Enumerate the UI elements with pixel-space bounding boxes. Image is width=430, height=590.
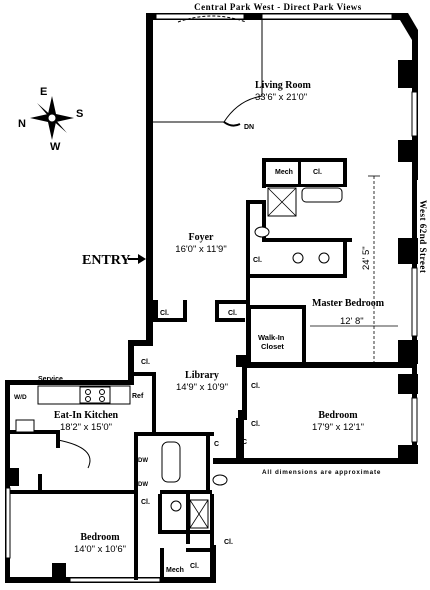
window-piers [5,60,418,583]
closet-label-foyer-left: Cl. [160,310,169,317]
street-top-label: Central Park West - Direct Park Views [194,2,362,12]
closet-label-bath: Cl. [253,257,262,264]
windows [5,13,418,583]
dw-label-1: DW [138,458,148,464]
bedroom-south-dims: 14'0" x 10'6" [74,544,126,555]
walk-in-closet-line2: Closet [261,342,284,351]
foyer-dims: 16'0" x 11'9" [175,244,226,255]
bedroom-south-name: Bedroom [80,532,120,543]
kitchen-name: Eat-In Kitchen [54,410,119,421]
master-bedroom-dimension-lines [310,175,398,362]
closet-label-bedroom-east: Cl. [251,383,260,390]
closet-label-bath-lower: Cl. [224,539,233,546]
bedroom-east-dims: 17'9" x 12'1" [312,422,364,433]
closet-label-top: Cl. [313,169,322,176]
compass-n-label: N [18,118,26,130]
wd-label: W/D [14,394,27,401]
dimensions-note: All dimensions are approximate [262,469,381,476]
foyer-name: Foyer [189,232,215,243]
entry-arrow [128,254,146,264]
ref-label: Ref [132,393,144,400]
library-dims: 14'9" x 10'9" [176,382,228,393]
kitchen-dims: 18'2" x 15'0" [60,422,112,433]
service-label: Service [38,376,63,383]
living-room-dims: 33'6" x 21'0" [255,92,307,103]
interior-walls [10,15,416,580]
street-right-label: West 62nd Street [418,200,428,273]
master-bedroom-width: 12' 8" [340,316,364,327]
compass-rose [30,96,74,140]
compass-w-label: W [50,141,61,153]
living-room-name: Living Room [255,80,312,91]
closet-c-label-2: C [214,441,219,448]
entry-label: ENTRY [82,253,131,268]
fixtures [15,187,343,529]
mech-label-bottom: Mech [166,567,184,574]
master-bedroom-name: Master Bedroom [312,298,385,309]
closet-label-bottom: Cl. [190,563,199,570]
mech-label-top: Mech [275,169,293,176]
bedroom-east-name: Bedroom [318,410,358,421]
closet-c-label: C [242,439,247,446]
closet-label-foyer-right: Cl. [228,310,237,317]
dn-label: DN [244,124,254,131]
closet-label-library: Cl. [141,359,150,366]
closet-label-bedroom-east-2: Cl. [251,421,260,428]
master-bedroom-length: 24' 5" [361,246,372,270]
walk-in-closet-line1: Walk-In [258,333,285,342]
library-name: Library [185,370,219,381]
dw-label-2: DW [138,482,148,488]
compass-s-label: S [76,108,83,120]
compass-e-label: E [40,86,47,98]
closet-label-hall: Cl. [141,499,150,506]
